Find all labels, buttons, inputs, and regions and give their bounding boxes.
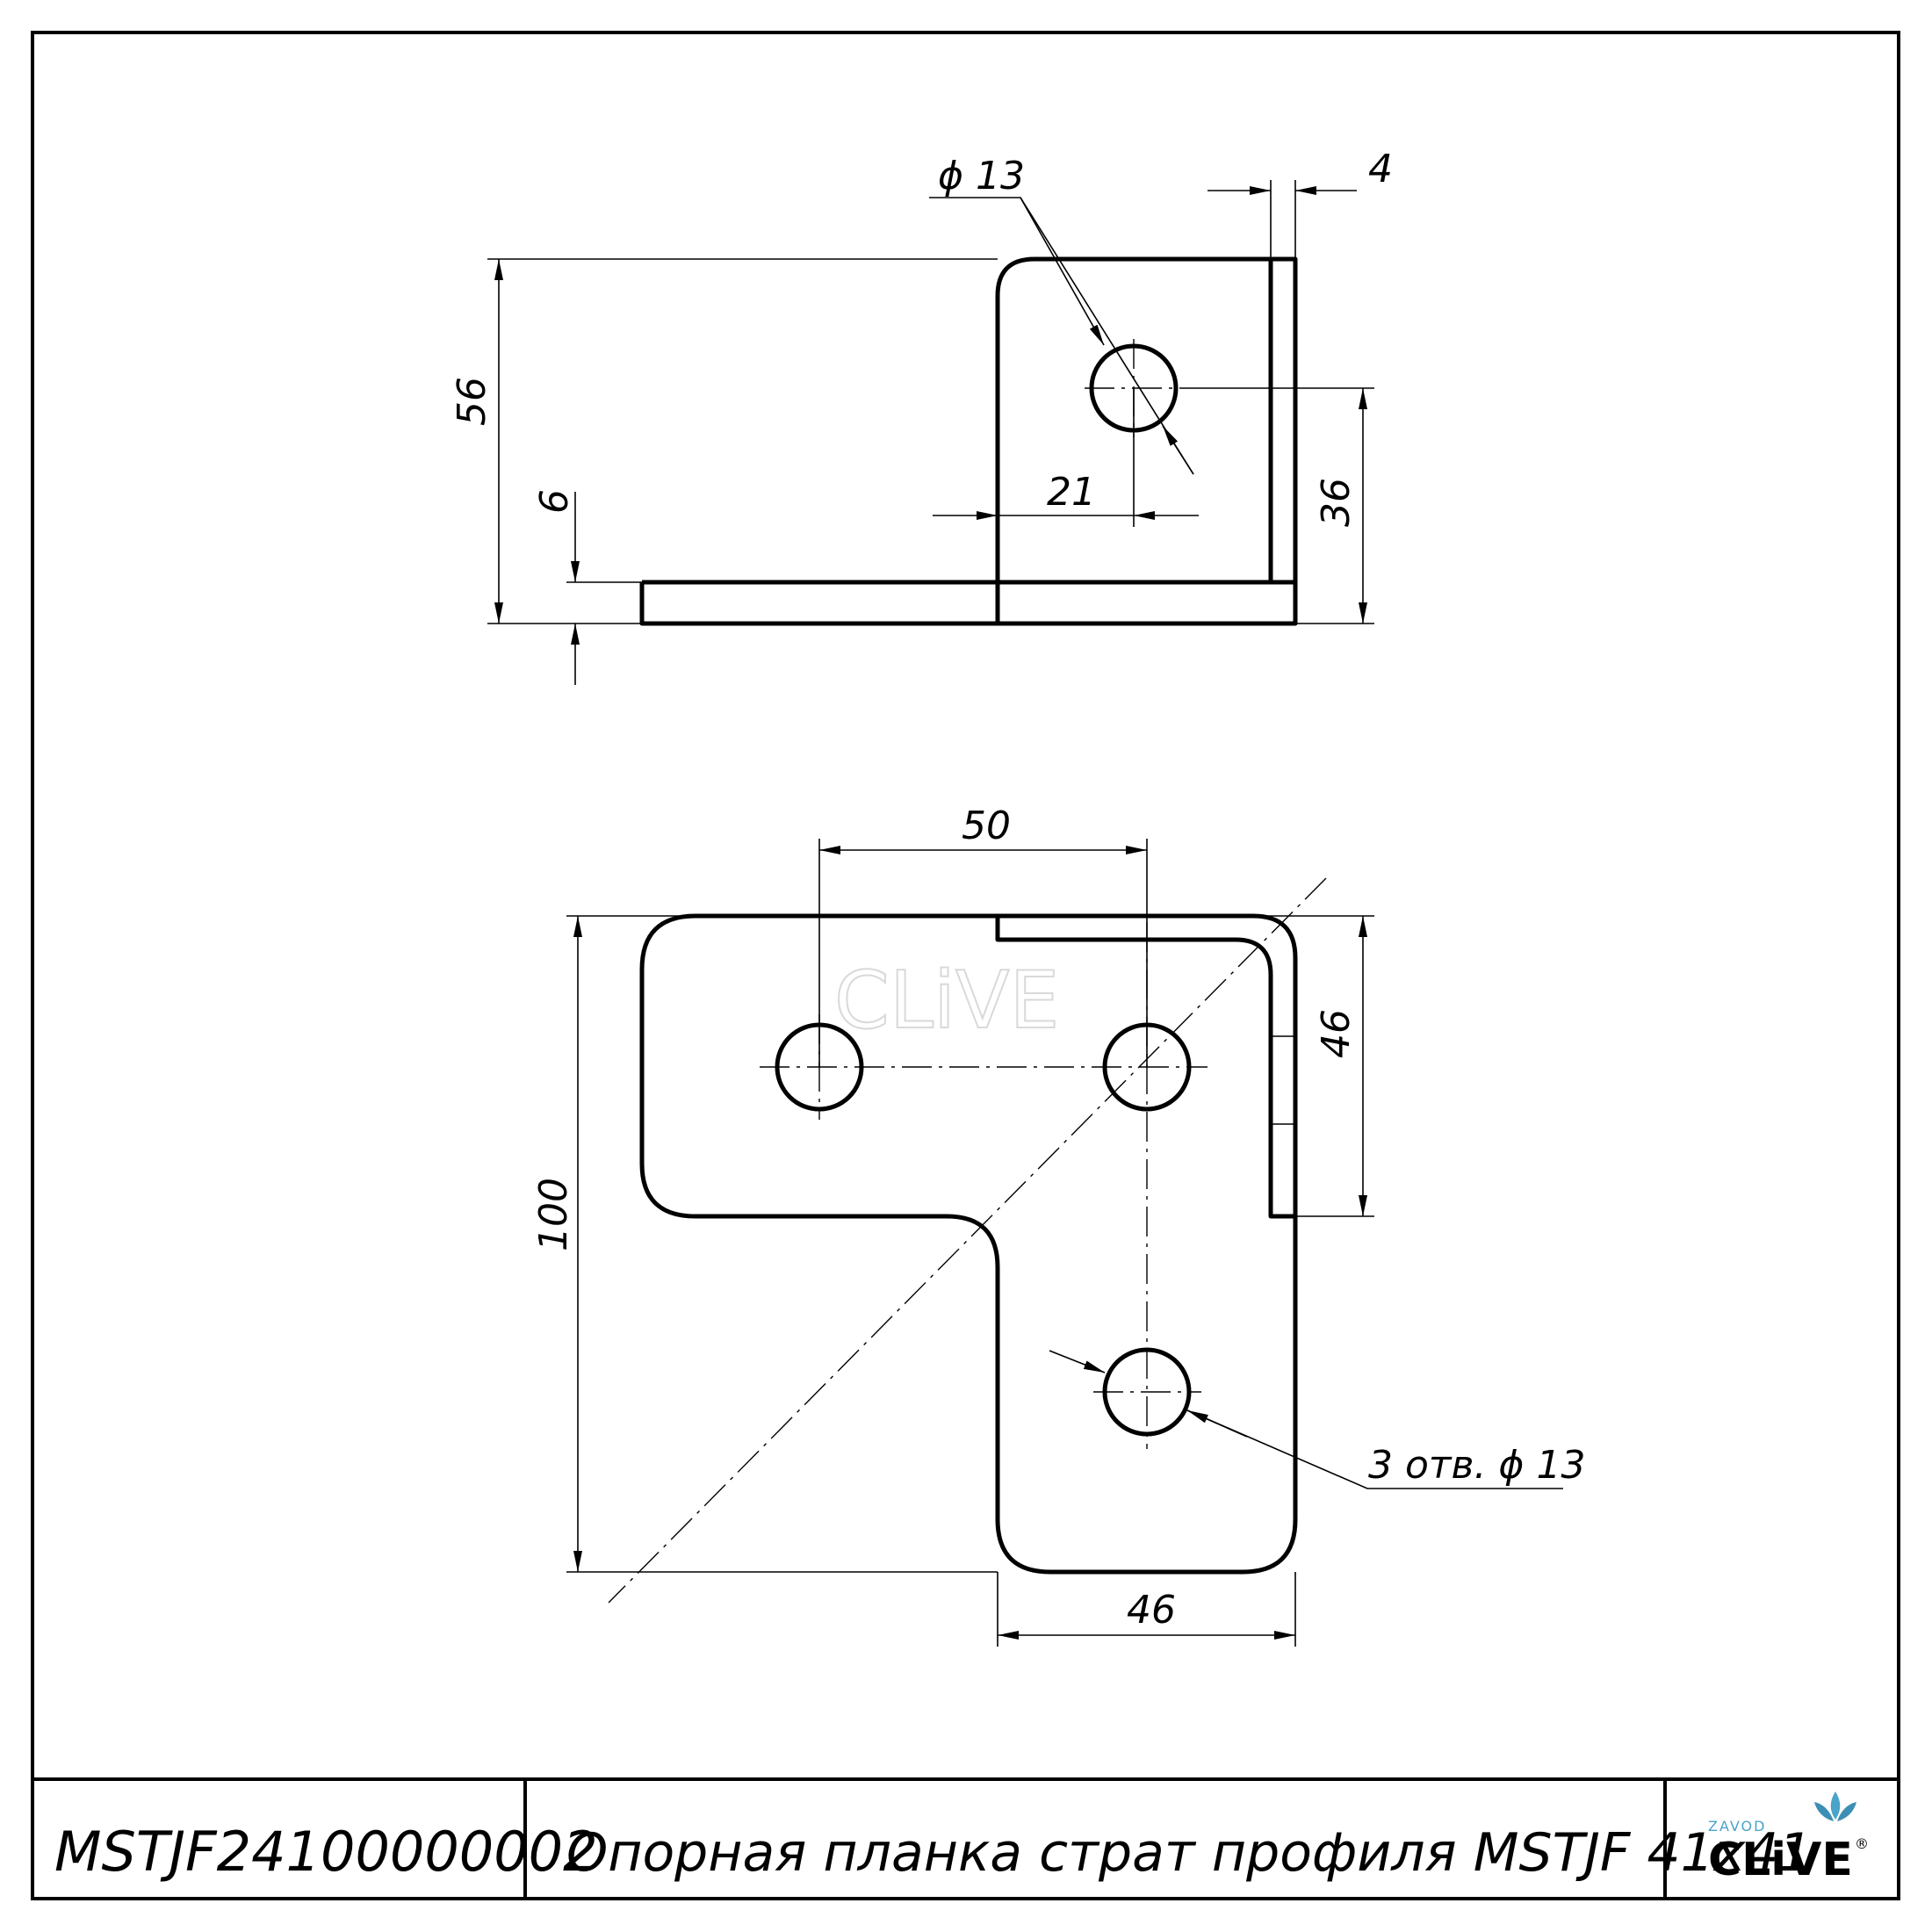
side-hole-leader: [929, 197, 1194, 475]
watermark-text: CLiVE: [834, 955, 1059, 1047]
dim-top-46-vertical: 46: [1314, 1009, 1359, 1058]
logo-main-text: CLiVE: [1708, 1834, 1853, 1886]
dim-top-holes: 3 отв. ϕ 13: [1368, 1443, 1585, 1488]
side-view-angle-outline: [642, 256, 1298, 585]
dim-top-46-horizontal: 46: [1127, 1588, 1176, 1633]
dim-side-56: 56: [450, 377, 494, 426]
side-view: ϕ 13 4 56 6 21 36: [450, 147, 1393, 685]
dim-side-36: 36: [1314, 478, 1359, 527]
lotus-icon: [1814, 1791, 1856, 1821]
dim-side-21: 21: [1047, 470, 1096, 515]
side-view-base-plate: [639, 582, 1298, 626]
top-holes-arrow-2: [1186, 1409, 1248, 1438]
dim-side-4: 4: [1368, 147, 1393, 191]
dim-top-50: 50: [962, 804, 1011, 848]
side-hole-arrow-2: [1162, 425, 1194, 475]
part-code: MSTJF24100000002: [54, 1820, 598, 1884]
top-holes-arrow-1: [1049, 1350, 1106, 1373]
dim-side-hole: ϕ 13: [938, 154, 1025, 198]
side-hole-arrow-1: [1020, 197, 1105, 346]
top-view-plate-outline: [639, 913, 1298, 1575]
dim-side-6: 6: [532, 489, 577, 514]
clive-logo: ZAVOD CLiVE ®: [1708, 1791, 1869, 1886]
dim-top-100: 100: [531, 1178, 576, 1251]
top-view-diagonal-axis: [608, 877, 1327, 1604]
side-view-vertical-leg: [995, 256, 1271, 624]
drawing-frame: [31, 31, 1900, 1900]
logo-registered-mark: ®: [1855, 1835, 1869, 1852]
logo-small-text: ZAVOD: [1708, 1818, 1766, 1835]
top-view: 50 100 46 46 3 отв. ϕ 13: [531, 804, 1585, 1647]
top-view-bent-flange: [696, 913, 1298, 1219]
top-holes-leader: [1186, 1409, 1563, 1489]
part-name: Опорная планка страт профиля MSTJF 41x41: [566, 1822, 1813, 1884]
